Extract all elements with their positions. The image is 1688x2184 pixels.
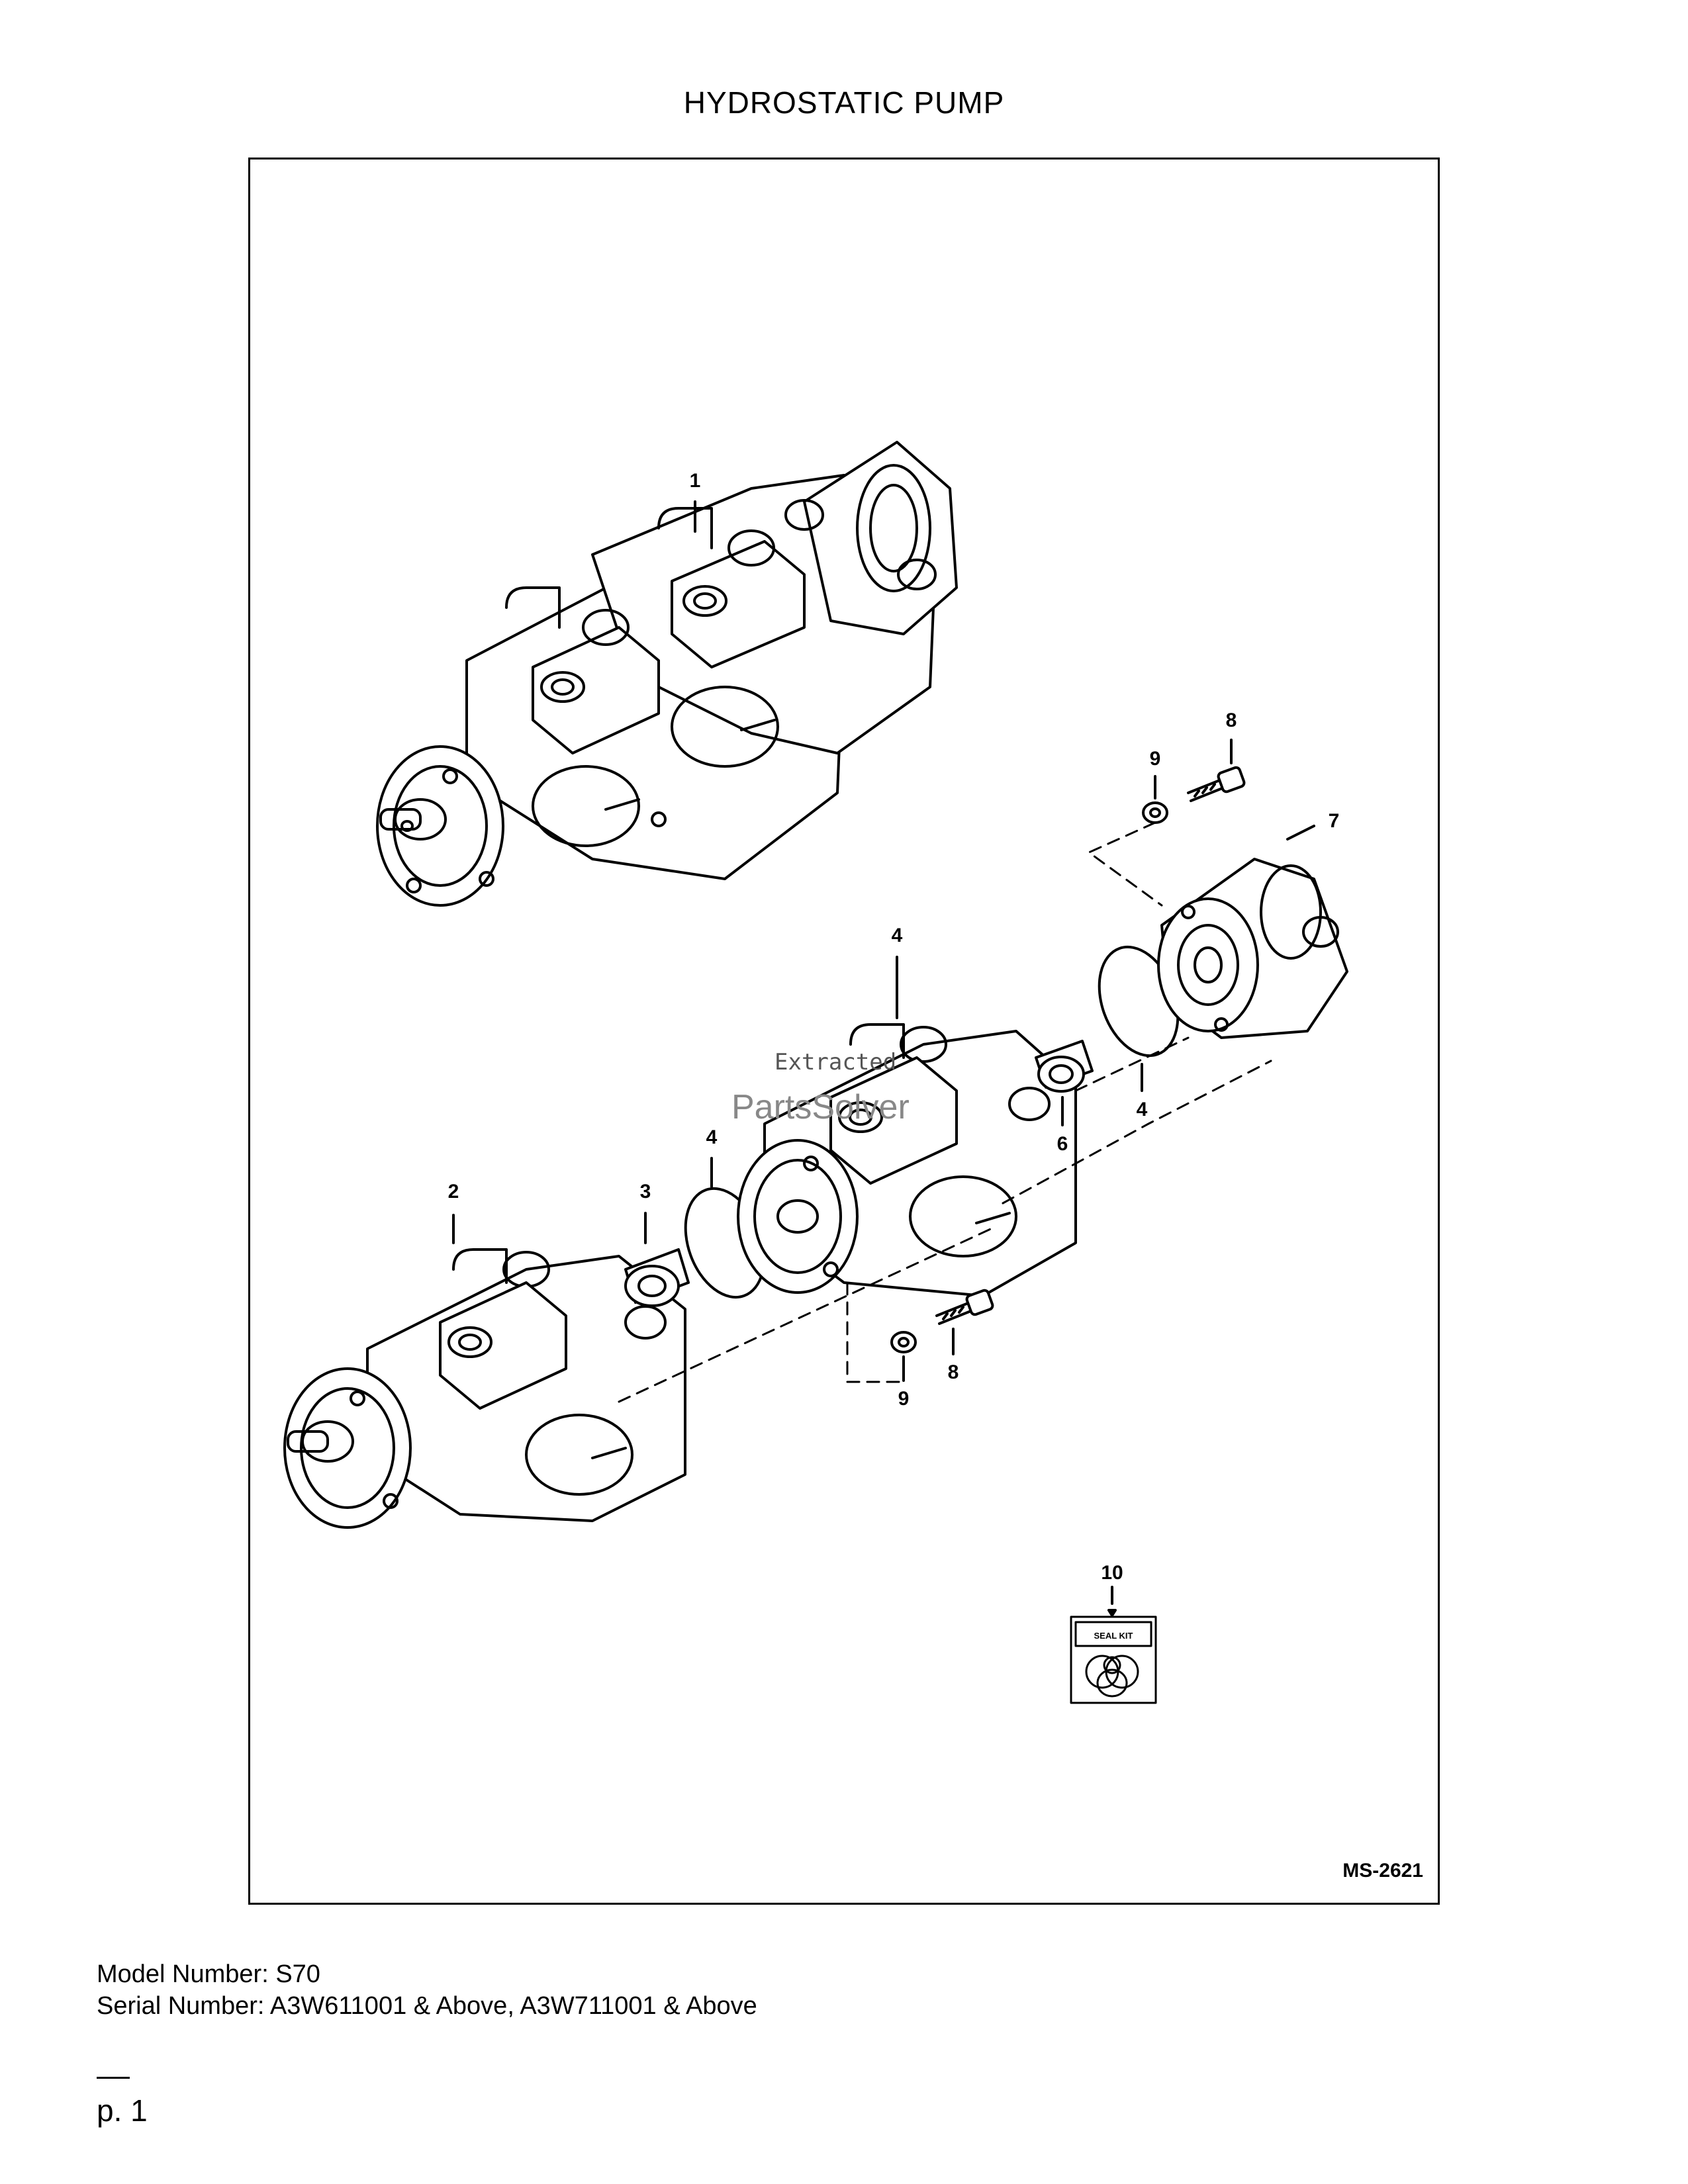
callout-4-left: 4 <box>706 1126 718 1148</box>
callout-8-lower: 8 <box>948 1361 959 1383</box>
callout-1: 1 <box>690 470 701 492</box>
exploded-parts-diagram: 1 2 3 <box>283 441 1348 1704</box>
page-number-rule <box>97 2077 130 2079</box>
coupler-3 <box>624 1212 690 1307</box>
callout-9-upper: 9 <box>1150 748 1161 770</box>
diagram-frame <box>248 158 1440 1905</box>
seal-kit-10 <box>1070 1586 1157 1704</box>
charge-pump-7 <box>1157 825 1348 1039</box>
callout-2: 2 <box>448 1181 459 1203</box>
pump-section-rear <box>283 1214 686 1529</box>
pump-assembly-complete <box>376 441 958 907</box>
seal-kit-label: SEAL KIT <box>1094 1631 1133 1641</box>
assembly-dashed-lines <box>618 821 1272 1403</box>
callout-8-upper: 8 <box>1226 709 1237 731</box>
callout-3: 3 <box>640 1181 651 1203</box>
washer-9-lower <box>890 1331 917 1382</box>
page-number: p. 1 <box>97 2093 148 2128</box>
callout-7: 7 <box>1329 810 1340 832</box>
serial-number: Serial Number: A3W611001 & Above, A3W711… <box>97 1992 757 2020</box>
figure-code: MS-2621 <box>1342 1860 1423 1882</box>
pump-section-front <box>737 956 1077 1297</box>
page-title: HYDROSTATIC PUMP <box>683 85 1005 120</box>
model-number: Model Number: S70 <box>97 1960 320 1988</box>
washer-9-upper <box>1142 775 1168 824</box>
callout-4-right: 4 <box>1137 1099 1148 1120</box>
callout-6: 6 <box>1057 1133 1068 1155</box>
bolt-8-upper <box>1187 739 1246 802</box>
callout-10: 10 <box>1101 1562 1123 1584</box>
coupler-6 <box>1035 1040 1094 1126</box>
watermark-line-1: Extracted <box>774 1049 896 1075</box>
callout-9-lower: 9 <box>898 1388 910 1410</box>
watermark-line-2: PartsSolver <box>731 1088 910 1126</box>
bolt-8-lower <box>935 1289 994 1355</box>
callout-5: 4 <box>892 925 903 946</box>
